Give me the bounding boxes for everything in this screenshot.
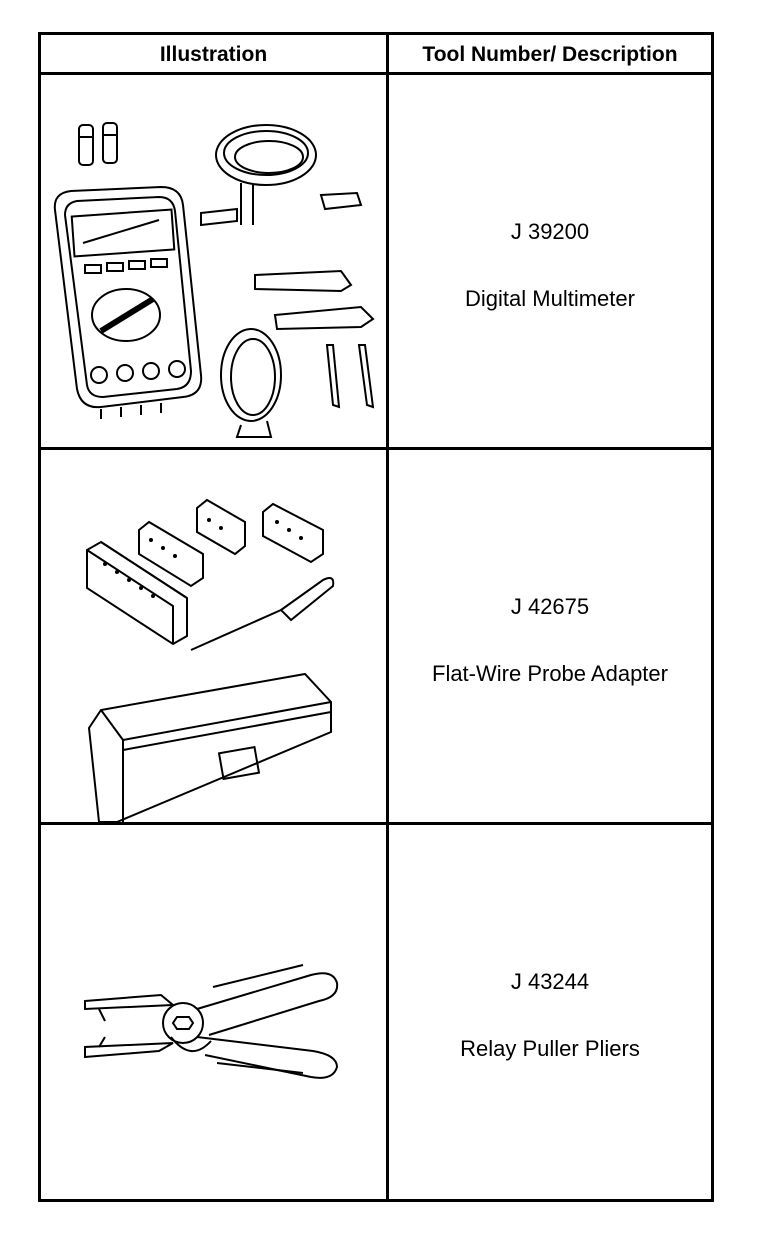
tool-description: Digital Multimeter <box>465 286 635 311</box>
tool-description: Flat-Wire Probe Adapter <box>432 661 668 686</box>
table-header: Illustration Tool Number/ Description <box>41 35 711 75</box>
table-row: J 43244 Relay Puller Pliers <box>41 825 711 1199</box>
tool-number: J 42675 <box>510 594 590 619</box>
table-row: J 39200 Digital Multimeter <box>41 75 711 450</box>
digital-multimeter-icon <box>53 122 375 438</box>
flat-wire-probe-adapter-icon <box>86 498 335 822</box>
header-illustration: Illustration <box>159 43 268 66</box>
tool-table: Illustration Tool Number/ Description <box>38 32 714 1202</box>
description-cell: J 42675 Flat-Wire Probe Adapter <box>389 450 711 822</box>
description-cell: J 43244 Relay Puller Pliers <box>389 825 711 1199</box>
tool-description: Relay Puller Pliers <box>460 1036 640 1061</box>
description-cell: J 39200 Digital Multimeter <box>389 75 711 447</box>
relay-puller-pliers-icon <box>84 964 339 1079</box>
illustration-cell <box>41 450 386 822</box>
column-divider <box>386 35 389 1199</box>
tool-number: J 39200 <box>510 219 590 244</box>
table-row: J 42675 Flat-Wire Probe Adapter <box>41 450 711 825</box>
header-tool-description: Tool Number/ Description <box>422 43 678 66</box>
illustration-cell <box>41 825 386 1199</box>
illustration-cell <box>41 75 386 447</box>
tool-number: J 43244 <box>510 969 590 994</box>
